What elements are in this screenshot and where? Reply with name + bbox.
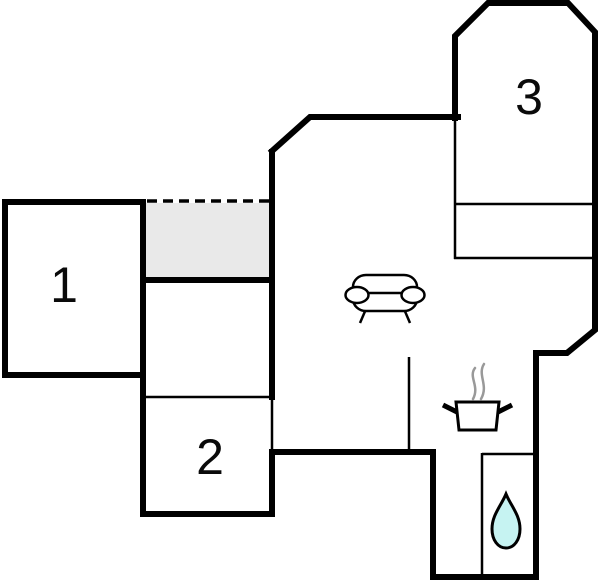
- sofa-icon: [344, 273, 426, 324]
- cooking-pot-icon: [441, 400, 514, 432]
- terrace-area: [146, 203, 270, 279]
- exterior-wall-room1: [2, 199, 146, 378]
- steam-icon: [471, 362, 486, 401]
- exterior-wall-main-outline: [269, 0, 598, 580]
- corridor-area: [436, 455, 480, 574]
- exterior-wall-top-left: [267, 114, 461, 156]
- pot-body: [454, 400, 501, 432]
- room-3-label: 3: [515, 69, 543, 125]
- water-drop-icon: [490, 490, 522, 550]
- hallway-area: [146, 283, 269, 394]
- pot-handle-right: [496, 402, 514, 415]
- steam-line-right: [479, 362, 486, 401]
- room-2-label: 2: [196, 429, 224, 485]
- steam-line-left: [471, 366, 477, 401]
- sofa-armrest-right: [400, 285, 426, 305]
- room-1-label: 1: [50, 257, 78, 313]
- pot-handle-left: [441, 402, 459, 415]
- sofa-armrest-left: [344, 285, 370, 305]
